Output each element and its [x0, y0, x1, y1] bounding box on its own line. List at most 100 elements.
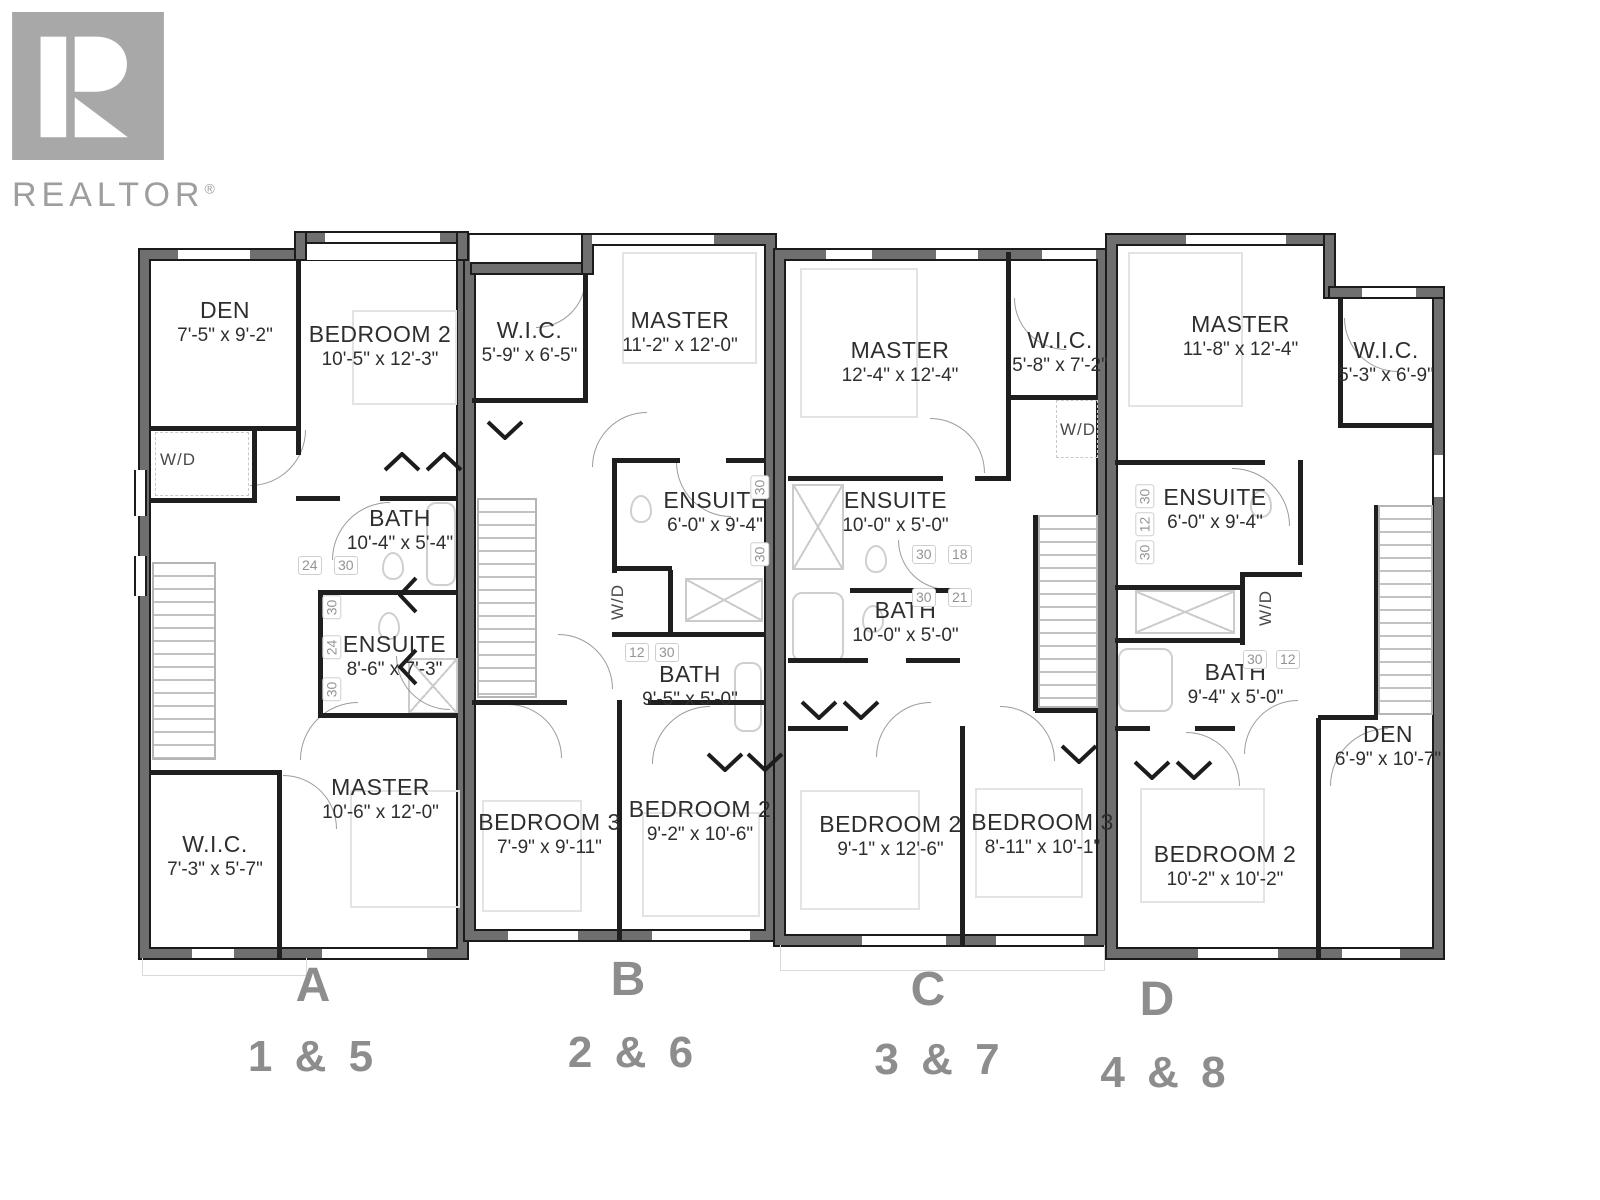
room-name: W.I.C.	[496, 317, 563, 343]
room-name: BATH	[369, 505, 431, 531]
room-name: W.I.C.	[1027, 327, 1093, 353]
shower	[1135, 590, 1235, 634]
room-dims: 10'-6" x 12'-0"	[322, 801, 439, 823]
porch-outline	[780, 945, 1105, 971]
washer-dryer-label: W/D	[160, 450, 197, 469]
cabinet-size-label: 30	[750, 542, 770, 567]
window	[862, 934, 946, 947]
window	[1362, 286, 1416, 299]
wall-segment	[960, 726, 965, 945]
washer-dryer-label: W/D	[608, 583, 628, 621]
wall-segment	[1115, 726, 1150, 731]
window	[1198, 947, 1278, 960]
room-dims: 5'-8" x 7'-2"	[1012, 354, 1108, 376]
room-dims: 10'-0" x 5'-0"	[842, 514, 949, 536]
room-dims: 7'-3" x 5'-7"	[167, 858, 263, 880]
room-dims: 11'-8" x 12'-4"	[1182, 338, 1299, 360]
room-name: BEDROOM 2	[819, 811, 962, 837]
wall-segment	[277, 770, 282, 958]
wall-segment	[472, 264, 588, 273]
closet-door-symbol	[486, 420, 524, 440]
room-name: BATH	[659, 661, 721, 687]
wall-segment	[1240, 575, 1245, 645]
wall-segment	[149, 770, 282, 775]
toilet	[862, 605, 884, 633]
wall-segment	[668, 570, 673, 634]
wall-segment	[788, 726, 848, 731]
bed-outline	[350, 790, 460, 908]
toilet	[865, 545, 887, 573]
wall-segment	[612, 632, 766, 637]
wall-segment	[380, 496, 458, 501]
room-label-wic: W.I.C. 5'-3" x 6'-9"	[1332, 337, 1440, 386]
room-label-wic: W.I.C. 5'-9" x 6'-5"	[472, 317, 587, 366]
wall-segment	[472, 398, 588, 403]
cabinet-size-label: 18	[948, 545, 972, 564]
wall-segment	[318, 590, 458, 595]
wall-segment	[648, 700, 766, 705]
wall-segment	[583, 271, 588, 401]
room-name: ENSUITE	[1163, 484, 1267, 510]
wall-segment	[726, 458, 766, 463]
bed-outline	[975, 788, 1083, 898]
window	[826, 248, 872, 261]
wall-segment	[788, 658, 868, 663]
cabinet-size-label: 30	[1135, 540, 1155, 565]
wall-segment	[318, 595, 323, 718]
wall-segment	[906, 658, 960, 663]
closet-door-symbol	[1133, 760, 1171, 780]
room-label-bedroom2: BEDROOM 2 10'-2" x 10'-2"	[1130, 841, 1320, 890]
stairs	[1038, 515, 1098, 708]
wall-segment	[1035, 708, 1098, 713]
wall-cover	[303, 243, 460, 260]
room-name: BEDROOM 3	[478, 809, 621, 835]
bed-outline	[352, 310, 457, 405]
wall-segment	[1115, 460, 1265, 465]
wall-segment	[318, 713, 458, 718]
window	[1432, 455, 1445, 497]
wall-segment	[296, 252, 301, 455]
unit-numbers-b: 2 & 6	[567, 1028, 699, 1077]
room-dims: 7'-9" x 9'-11"	[497, 836, 602, 858]
room-dims: 5'-3" x 6'-9"	[1338, 364, 1434, 386]
room-name: BEDROOM 2	[1153, 841, 1297, 867]
wall-segment	[149, 498, 257, 503]
bed-outline	[800, 790, 920, 910]
closet-door-symbol	[1175, 760, 1213, 780]
wall-segment	[612, 458, 680, 463]
wall-segment	[614, 566, 672, 571]
room-label-wic: W.I.C. 7'-3" x 5'-7"	[150, 831, 280, 880]
window	[652, 929, 750, 942]
wall-segment	[296, 233, 305, 259]
wall-segment	[458, 233, 467, 259]
wall-segment	[1006, 252, 1011, 397]
wall-segment	[1338, 423, 1434, 428]
room-dims: 10'-2" x 10'-2"	[1166, 868, 1284, 890]
unit-letter-c: C	[910, 963, 946, 1016]
closet-door-symbol	[746, 752, 784, 772]
shower	[685, 578, 763, 622]
room-name: ENSUITE	[663, 487, 767, 513]
washer-dryer-closet	[155, 432, 249, 496]
room-dims: 9'-4" x 5'-0"	[1187, 686, 1284, 708]
cabinet-size-label: 30	[1135, 484, 1155, 509]
window	[134, 470, 147, 516]
room-dims: 10'-0" x 5'-0"	[852, 624, 959, 646]
room-dims: 10'-5" x 12'-3"	[321, 348, 439, 370]
room-label-master: MASTER 10'-6" x 12'-0"	[298, 774, 463, 823]
closet-door-symbol	[842, 700, 880, 720]
wall-segment	[1338, 290, 1343, 425]
wall-cover	[470, 235, 588, 263]
cabinet-size-label: 12	[1135, 512, 1155, 537]
cabinet-size-label: 21	[948, 588, 972, 607]
wall-segment	[1325, 235, 1334, 297]
cabinet-size-label: 30	[750, 475, 770, 500]
window	[936, 248, 978, 261]
cabinet-size-label: 30	[322, 677, 342, 702]
unit-numbers-d: 4 & 8	[1100, 1048, 1231, 1097]
unit-letter-a: A	[295, 959, 331, 1012]
toilet	[382, 552, 404, 580]
room-label-bedroom3: BEDROOM 3 8'-11" x 10'-1"	[970, 809, 1115, 858]
unit-letter-d: D	[1139, 973, 1175, 1026]
